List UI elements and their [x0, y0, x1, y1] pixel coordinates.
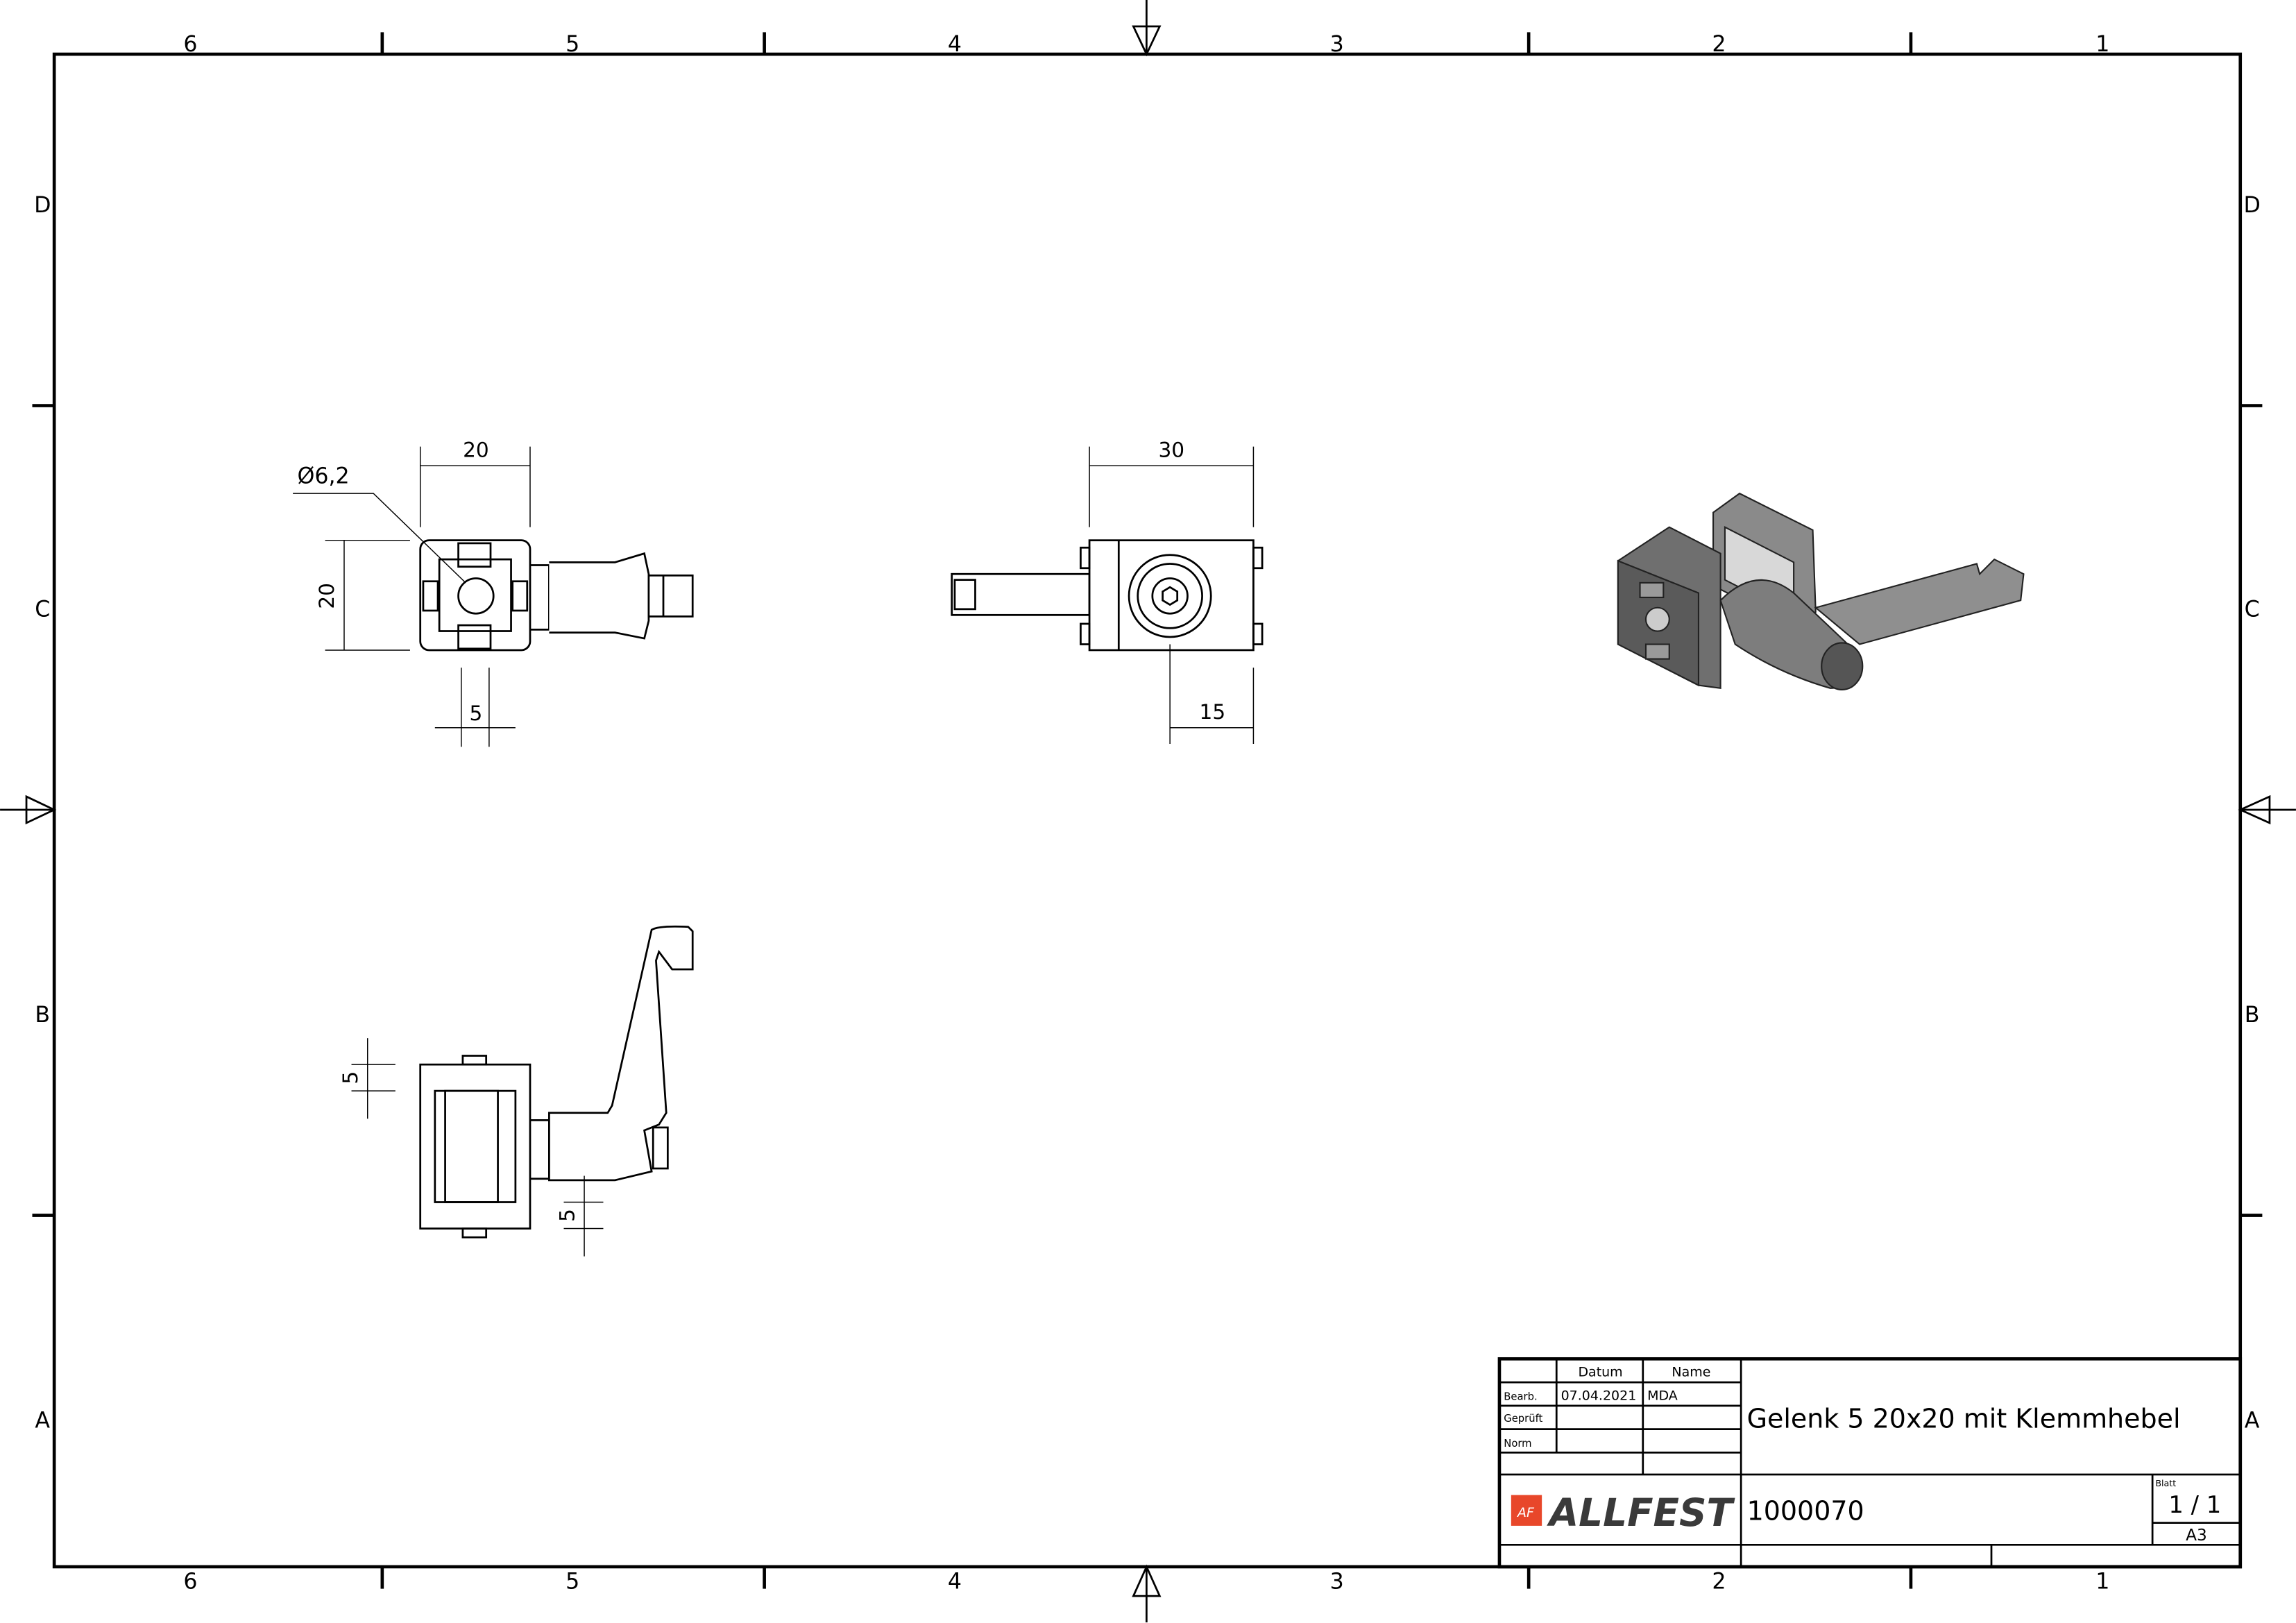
svg-text:2: 2: [1712, 1570, 1726, 1595]
header-name: Name: [1672, 1365, 1710, 1380]
svg-text:A: A: [2245, 1408, 2260, 1433]
bearb-date: 07.04.2021: [1561, 1388, 1637, 1403]
svg-text:2: 2: [1712, 32, 1726, 57]
allfest-logo: AF ALLFEST: [1511, 1490, 1736, 1535]
svg-text:5: 5: [566, 1570, 579, 1595]
blatt-label: Blatt: [2155, 1478, 2176, 1488]
svg-text:6: 6: [183, 1570, 197, 1595]
label-geprueft: Geprüft: [1504, 1413, 1542, 1425]
svg-text:4: 4: [948, 32, 962, 57]
part-number: 1000070: [1747, 1495, 1864, 1526]
border-ticks: [32, 32, 2263, 1589]
svg-text:4: 4: [948, 1570, 962, 1595]
dim-side-width: 30: [1158, 438, 1184, 461]
svg-text:1: 1: [2095, 1570, 2109, 1595]
dim-top-lower: 5: [555, 1209, 579, 1222]
dim-front-width: 20: [463, 438, 489, 461]
bearb-name: MDA: [1647, 1388, 1678, 1403]
svg-text:B: B: [35, 1003, 50, 1028]
svg-text:A: A: [35, 1408, 50, 1433]
row-labels: D C B A D C B A: [34, 193, 2261, 1434]
dim-top-upper: 5: [339, 1071, 362, 1085]
label-bearb: Bearb.: [1504, 1391, 1537, 1402]
title-block: Datum Name Bearb. Geprüft Norm 07.04.202…: [1497, 1357, 2243, 1569]
label-norm: Norm: [1504, 1438, 1531, 1450]
dim-side-center: 15: [1200, 700, 1226, 724]
dim-diameter: Ø6,2: [297, 464, 349, 488]
dim-front-height: 20: [315, 583, 339, 609]
svg-text:ALLFEST: ALLFEST: [1547, 1490, 1736, 1535]
sheet-format: A3: [2186, 1526, 2207, 1545]
svg-text:D: D: [2243, 193, 2260, 218]
header-datum: Datum: [1578, 1365, 1622, 1380]
svg-text:B: B: [2245, 1003, 2260, 1028]
svg-text:C: C: [35, 597, 50, 622]
drawing-frame: [52, 52, 2243, 1569]
top-view: 5 5: [339, 925, 694, 1257]
svg-text:1: 1: [2095, 32, 2109, 57]
side-view: 30 15: [951, 438, 1264, 745]
svg-text:AF: AF: [1516, 1505, 1535, 1520]
svg-text:3: 3: [1330, 1570, 1344, 1595]
front-view: 20 20 5 Ø6,2: [293, 438, 694, 747]
isometric-render: [1617, 492, 2025, 690]
sheet-number: 1 / 1: [2168, 1491, 2221, 1518]
svg-text:C: C: [2245, 597, 2260, 622]
svg-text:5: 5: [566, 32, 579, 57]
svg-text:6: 6: [183, 32, 197, 57]
svg-text:3: 3: [1330, 32, 1344, 57]
svg-text:D: D: [34, 193, 51, 218]
dim-front-offset: 5: [469, 702, 482, 725]
column-labels: 6 5 4 3 2 1 6 5 4 3 2 1: [183, 32, 2109, 1595]
drawing-title: Gelenk 5 20x20 mit Klemmhebel: [1747, 1403, 2181, 1434]
